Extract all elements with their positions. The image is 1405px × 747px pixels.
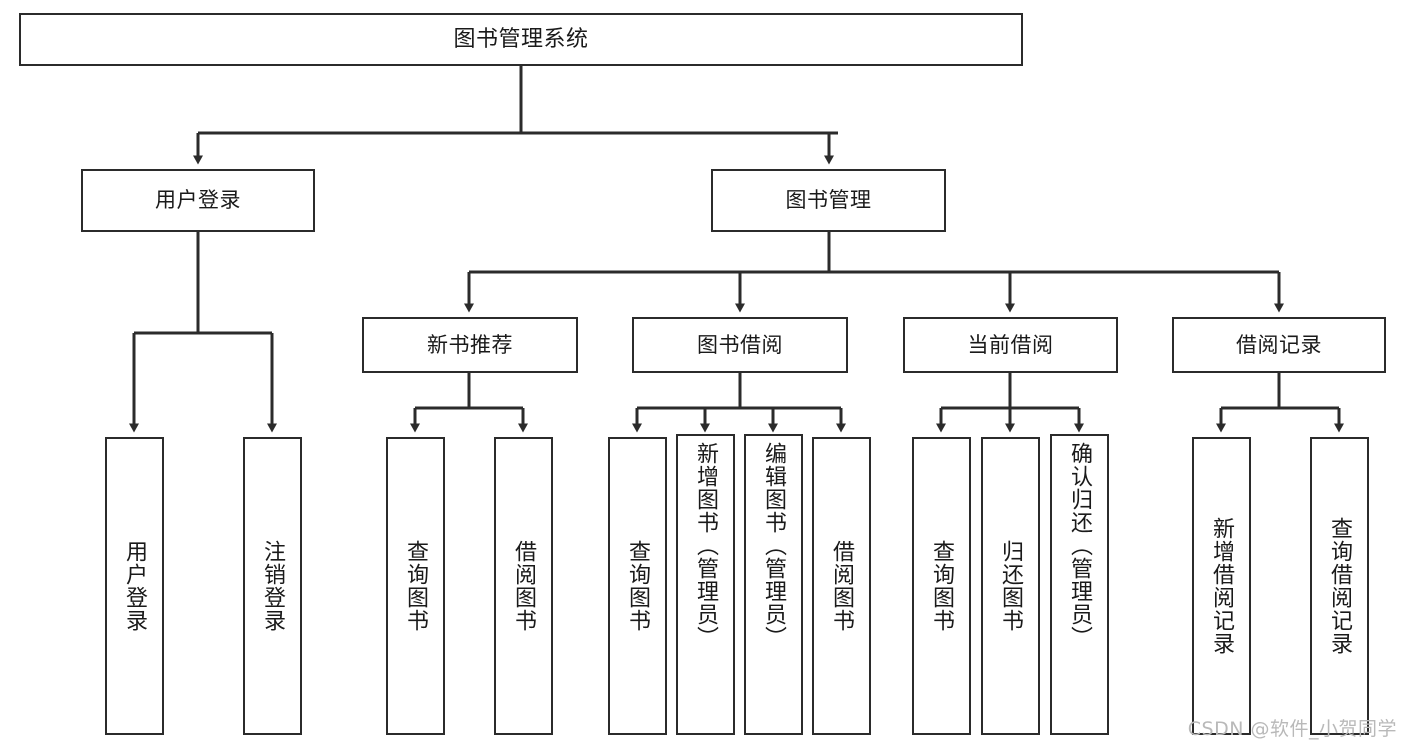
node-new-book-recommendation[interactable]: 新书推荐 <box>362 317 578 373</box>
leaf-borrow-books-borrow[interactable]: 借阅图书 <box>812 437 871 735</box>
node-label: 新增图书（管理员） <box>693 442 719 649</box>
node-label: 借阅记录 <box>1236 332 1322 357</box>
node-label: 用户登录 <box>155 188 241 213</box>
leaf-logout[interactable]: 注销登录 <box>243 437 302 735</box>
leaf-confirm-return-admin[interactable]: 确认归还（管理员） <box>1050 434 1109 735</box>
node-root-book-management-system[interactable]: 图书管理系统 <box>19 13 1023 66</box>
node-label: 确认归还（管理员） <box>1067 442 1093 649</box>
node-label: 编辑图书（管理员） <box>761 442 787 649</box>
node-label: 查询图书 <box>403 540 429 632</box>
leaf-query-books-new[interactable]: 查询图书 <box>386 437 445 735</box>
node-label: 用户登录 <box>122 540 148 632</box>
node-label: 归还图书 <box>998 540 1024 632</box>
leaf-return-books[interactable]: 归还图书 <box>981 437 1040 735</box>
leaf-query-books-current[interactable]: 查询图书 <box>912 437 971 735</box>
leaf-borrow-books-new[interactable]: 借阅图书 <box>494 437 553 735</box>
node-book-management[interactable]: 图书管理 <box>711 169 946 232</box>
node-book-borrowing[interactable]: 图书借阅 <box>632 317 848 373</box>
node-label: 查询图书 <box>625 540 651 632</box>
leaf-edit-book-admin[interactable]: 编辑图书（管理员） <box>744 434 803 735</box>
leaf-query-borrow-record[interactable]: 查询借阅记录 <box>1310 437 1369 735</box>
node-label: 新增借阅记录 <box>1209 517 1235 655</box>
leaf-query-books-borrow[interactable]: 查询图书 <box>608 437 667 735</box>
node-current-borrowing[interactable]: 当前借阅 <box>903 317 1118 373</box>
node-label: 图书管理 <box>785 188 872 213</box>
node-label: 图书借阅 <box>697 332 783 357</box>
leaf-user-login[interactable]: 用户登录 <box>105 437 164 735</box>
node-label: 借阅图书 <box>829 540 855 632</box>
node-label: 新书推荐 <box>427 332 513 357</box>
node-label: 借阅图书 <box>511 540 537 632</box>
watermark-text: CSDN @软件_小贺同学 <box>1187 718 1397 740</box>
node-label: 注销登录 <box>260 540 286 632</box>
node-label: 当前借阅 <box>967 332 1054 357</box>
node-user-login[interactable]: 用户登录 <box>81 169 315 232</box>
leaf-add-book-admin[interactable]: 新增图书（管理员） <box>676 434 735 735</box>
leaf-add-borrow-record[interactable]: 新增借阅记录 <box>1192 437 1251 735</box>
node-label: 查询借阅记录 <box>1327 517 1353 655</box>
node-label: 查询图书 <box>929 540 955 632</box>
node-borrow-records[interactable]: 借阅记录 <box>1172 317 1386 373</box>
node-label: 图书管理系统 <box>453 26 589 52</box>
